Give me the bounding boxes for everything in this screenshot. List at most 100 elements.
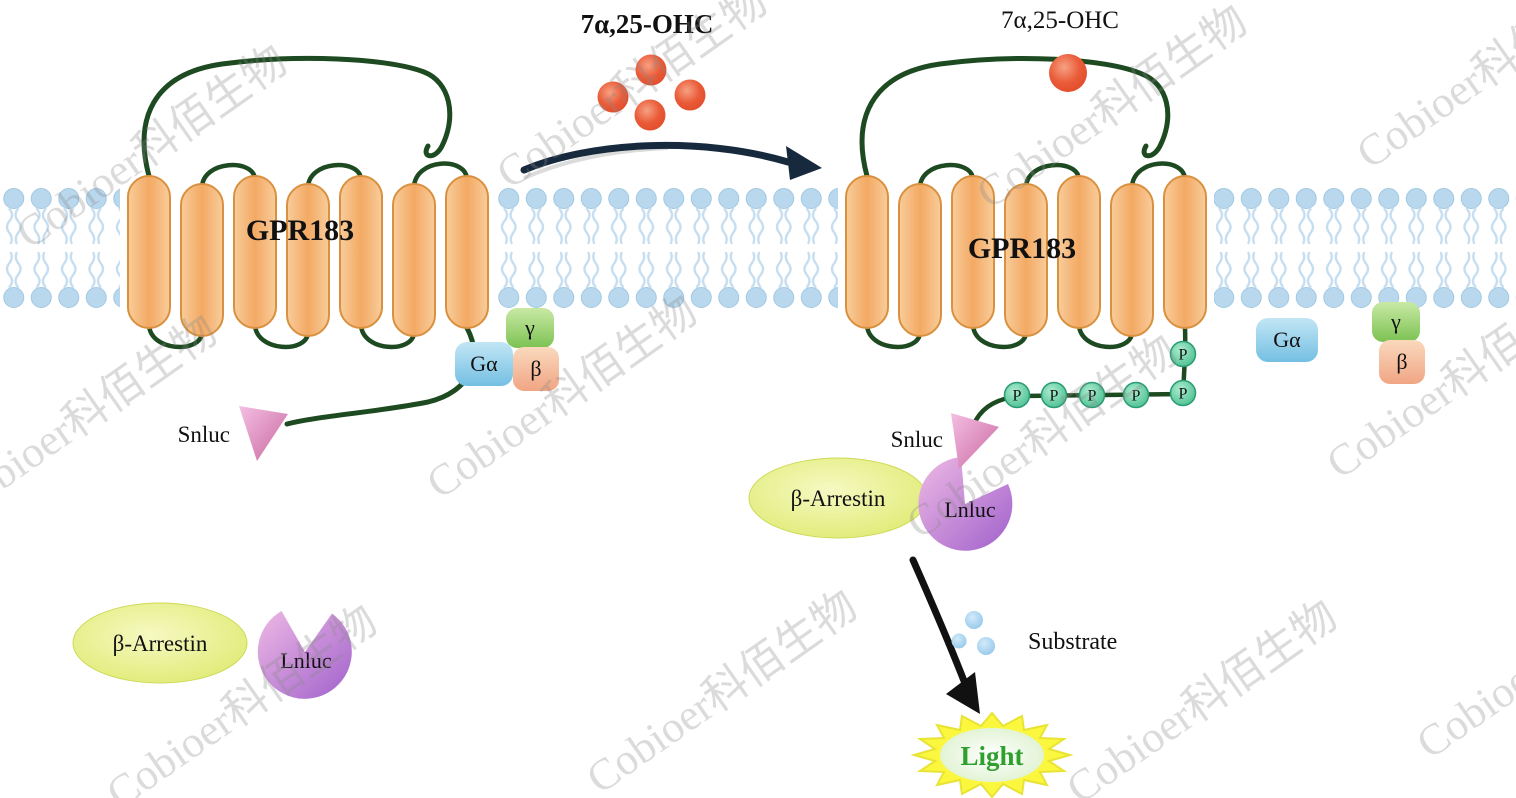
tm-helix: [392, 183, 436, 337]
phospho-circle: [1169, 379, 1197, 407]
lnluc-label-left: Lnluc: [280, 648, 332, 673]
phospho-site: P: [1122, 381, 1150, 409]
tm-helices-left: [127, 175, 489, 337]
intracellular-loop: [358, 321, 417, 350]
snluc-label-right: Snluc: [891, 427, 943, 452]
bound-ligand-molecule: [1049, 54, 1087, 92]
tm-helix: [1057, 175, 1101, 329]
beta-arrestin-label-right: β-Arrestin: [791, 486, 886, 511]
c-terminus-tail: [284, 325, 477, 427]
tm-helix: [127, 175, 171, 329]
g-beta-subunit: [1379, 340, 1425, 384]
substrate-group: Substrate: [951, 611, 1117, 655]
substrate-molecule: [951, 633, 967, 649]
ligand-molecule: [674, 79, 706, 111]
intracellular-loop: [864, 321, 923, 350]
g-gamma-subunit: [506, 308, 554, 348]
signal-arrow: [909, 556, 980, 714]
phospho-sites: P P P P P P: [1003, 340, 1197, 409]
beta-arrestin-label-left: β-Arrestin: [113, 631, 208, 656]
phospho-site: P: [1003, 381, 1031, 409]
g-gamma-label: γ: [1390, 309, 1401, 334]
intracellular-loop: [970, 321, 1029, 350]
signal-arrow-head: [946, 672, 980, 714]
phospho-circle: [1122, 381, 1150, 409]
phospho-site: P: [1169, 379, 1197, 407]
light-burst: Light: [910, 711, 1074, 798]
beta-arrestin-body: [72, 602, 248, 684]
extracellular-loop: [917, 162, 976, 191]
tm-helix: [951, 175, 995, 329]
receptor-inactive: GPR183 Snluc: [127, 55, 489, 461]
n-terminus-loop: [859, 56, 1171, 179]
watermark-text: Cobioer科佰生物: [1348, 0, 1516, 178]
activation-arrow-shaft: [520, 141, 792, 174]
extracellular-loop: [411, 161, 470, 191]
tm-helix: [445, 175, 489, 329]
g-alpha-label: Gα: [1273, 327, 1301, 352]
tm-helix: [1163, 175, 1207, 329]
phospho-label: P: [1132, 388, 1141, 405]
phospho-label: P: [1013, 388, 1022, 405]
n-terminus-loop: [141, 55, 453, 179]
receptor-loops-left: [141, 55, 477, 427]
lnluc-fragment-pacman: [918, 457, 1013, 551]
watermark-text: Cobioer科佰生物: [0, 306, 226, 528]
intracellular-loop: [146, 321, 205, 350]
ligand-cluster: 7α,25-OHC: [581, 9, 714, 131]
arrestin-complex-right: β-Arrestin Snluc Lnluc: [748, 413, 1013, 551]
watermark-text: Cobioer科佰生物: [578, 581, 866, 798]
g-alpha-subunit: [455, 342, 513, 386]
snluc-tag-triangle-left: [239, 406, 288, 461]
receptor-label-right: GPR183: [968, 232, 1076, 265]
tm-helix: [898, 183, 942, 337]
substrate-label: Substrate: [1028, 629, 1117, 655]
light-glow: [940, 728, 1044, 782]
activation-arrow-head: [786, 146, 822, 180]
tm-helix: [1004, 183, 1048, 337]
phospho-circle: [1078, 381, 1106, 409]
ligand-molecule: [635, 54, 667, 86]
g-alpha-label: Gα: [470, 351, 498, 376]
signal-arrow-shaft: [909, 556, 970, 690]
g-alpha-subunit: [1256, 318, 1318, 362]
phospho-site: P: [1169, 340, 1197, 368]
snluc-label-left: Snluc: [178, 422, 230, 447]
g-protein-right: Gα γ β: [1256, 302, 1425, 384]
phospho-circle: [1169, 340, 1197, 368]
g-protein-left: Gα γ β: [455, 308, 559, 391]
g-beta-label: β: [530, 356, 541, 381]
tm-helix: [180, 183, 224, 337]
lnluc-label-right: Lnluc: [944, 497, 996, 522]
g-gamma-label: γ: [524, 315, 535, 340]
watermark-text: Cobioer科佰生物: [1058, 591, 1346, 798]
snluc-tag-triangle-right: [951, 413, 999, 469]
phospho-label: P: [1179, 386, 1188, 403]
extracellular-loop: [199, 162, 258, 191]
ligand-molecule: [597, 81, 629, 113]
receptor-label-left: GPR183: [246, 214, 354, 247]
extracellular-loop: [305, 162, 364, 191]
tm-helix: [1110, 183, 1154, 337]
phospho-label: P: [1050, 388, 1059, 405]
ligand-label-center: 7α,25-OHC: [581, 9, 714, 39]
substrate-molecule: [977, 637, 995, 655]
phospho-circle: [1003, 381, 1031, 409]
ligand-molecule: [634, 99, 666, 131]
extracellular-loop: [1129, 161, 1188, 191]
g-beta-label: β: [1396, 349, 1407, 374]
phospho-site: P: [1078, 381, 1106, 409]
intracellular-loop: [252, 321, 311, 350]
light-label: Light: [960, 741, 1023, 771]
tm-helix: [339, 175, 383, 329]
phospho-site: P: [1040, 381, 1068, 409]
substrate-molecule: [965, 611, 983, 629]
tm-helices-right: [845, 175, 1207, 337]
intracellular-loop: [1076, 321, 1135, 350]
phospho-label: P: [1088, 388, 1097, 405]
extracellular-loop: [1023, 162, 1082, 191]
activation-arrow: [520, 141, 822, 180]
lnluc-fragment-pacman: [257, 611, 352, 699]
